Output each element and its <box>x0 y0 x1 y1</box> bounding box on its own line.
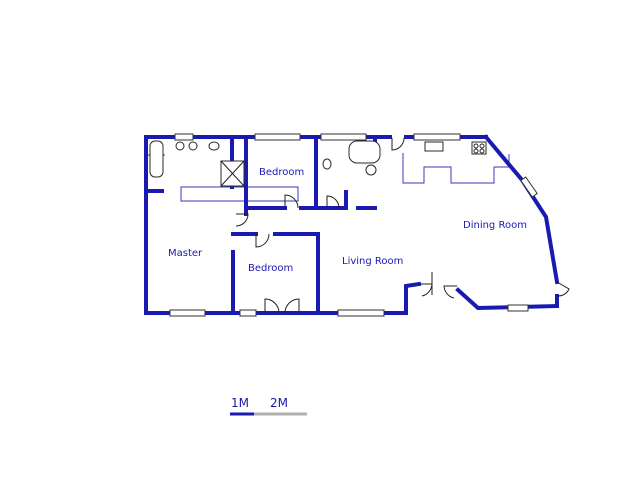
stove-burner-icon <box>473 148 479 154</box>
wall-south-east <box>455 287 560 311</box>
door-dining <box>556 281 570 297</box>
stove-burner-icon <box>479 143 485 149</box>
kitchen-sink-icon <box>424 141 444 152</box>
window-bath2 <box>320 133 367 141</box>
basin-icon <box>175 141 185 151</box>
room-label-living: Living Room <box>342 256 403 267</box>
door-living-double <box>419 283 457 299</box>
window-dining-south <box>507 304 529 312</box>
room-label-master: Master <box>168 248 203 259</box>
room-label-bedroom-bottom: Bedroom <box>248 263 293 274</box>
window-dining-east <box>520 176 538 198</box>
shower-cross-icon <box>220 160 245 187</box>
room-labels: Bedroom Master Bedroom Living Room Dinin… <box>168 167 527 274</box>
toilet-icon <box>208 141 220 151</box>
door-hall <box>326 195 340 209</box>
room-label-dining: Dining Room <box>463 220 527 231</box>
wall-south <box>228 281 422 315</box>
bathroom-counter <box>180 186 299 202</box>
window-bedroom-bottom <box>239 309 257 317</box>
bathtub-icon <box>149 140 164 178</box>
doors <box>235 137 570 314</box>
stove-burner-icon <box>479 148 485 154</box>
door-bedroom-top <box>284 194 299 209</box>
basin-icon <box>188 141 198 151</box>
door-bedroom-bottom-top <box>255 233 270 248</box>
wall-east-angled <box>483 134 560 285</box>
window-living <box>337 309 385 317</box>
windows <box>169 133 538 317</box>
room-label-bedroom-top: Bedroom <box>259 167 304 178</box>
fixtures <box>149 140 487 187</box>
wall-bedroom-bottom-east <box>273 232 320 315</box>
window-ensuite <box>174 133 194 141</box>
toilet-icon <box>365 164 377 176</box>
scale-label-1m: 1M <box>231 396 249 410</box>
bathtub-icon <box>348 140 381 164</box>
scale-bar: 1M 2M <box>230 396 307 416</box>
basin-icon <box>322 158 332 170</box>
scale-label-2m: 2M <box>270 396 288 410</box>
kitchen-counter <box>402 153 510 184</box>
window-master <box>169 309 206 317</box>
window-bedroom-top <box>254 133 301 141</box>
window-kitchen <box>413 133 461 141</box>
door-master <box>235 213 249 227</box>
stove-burner-icon <box>473 143 479 149</box>
door-bedroom-bottom-double <box>264 298 300 314</box>
door-kitchen <box>391 137 405 151</box>
